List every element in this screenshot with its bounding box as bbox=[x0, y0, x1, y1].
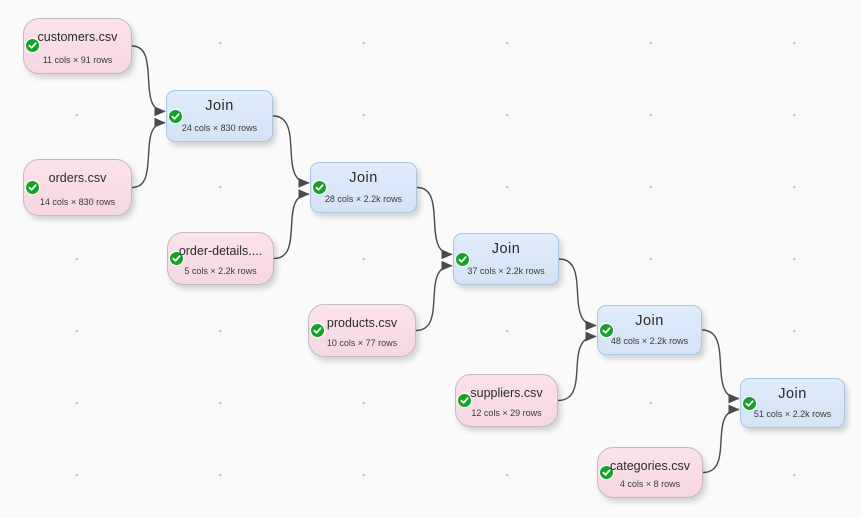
node-stats: 37 cols × 2.2k rows bbox=[467, 266, 545, 276]
status-ok-icon bbox=[310, 322, 325, 338]
edge-orderdetails-to-join2 bbox=[273, 189, 310, 260]
node-title: Join bbox=[349, 170, 378, 186]
status-ok-icon bbox=[25, 179, 40, 195]
edge-categories-to-join5 bbox=[702, 404, 740, 474]
node-stats: 51 cols × 2.2k rows bbox=[753, 409, 832, 419]
node-title: Join bbox=[205, 98, 234, 114]
node-title: Join bbox=[491, 241, 521, 257]
status-ok-icon bbox=[742, 395, 757, 411]
edge-products-to-join3 bbox=[415, 260, 453, 332]
node-title: orders.csv bbox=[48, 171, 107, 185]
node-title: products.csv bbox=[326, 316, 398, 330]
status-ok-icon bbox=[599, 465, 614, 481]
node-customers[interactable]: customers.csv 11 cols × 91 rows bbox=[23, 18, 132, 74]
edge-join3-to-join4 bbox=[558, 258, 597, 331]
status-ok-icon bbox=[25, 38, 40, 54]
edge-orders-to-join1 bbox=[131, 117, 166, 189]
node-title: Join bbox=[778, 386, 807, 402]
node-stats: 24 cols × 830 rows bbox=[181, 123, 258, 133]
edge-join4-to-join5 bbox=[701, 329, 740, 404]
node-stats: 28 cols × 2.2k rows bbox=[324, 194, 403, 204]
node-title: order-details.... bbox=[178, 244, 263, 258]
status-ok-icon bbox=[455, 251, 470, 267]
node-stats: 4 cols × 8 rows bbox=[619, 479, 681, 489]
node-stats: 11 cols × 91 rows bbox=[42, 55, 113, 65]
node-join2[interactable]: Join 28 cols × 2.2k rows bbox=[310, 162, 417, 213]
node-title: customers.csv bbox=[37, 30, 118, 44]
node-join4[interactable]: Join 48 cols × 2.2k rows bbox=[597, 305, 702, 355]
node-stats: 5 cols × 2.2k rows bbox=[184, 266, 257, 276]
node-orderdetails[interactable]: order-details.... 5 cols × 2.2k rows bbox=[167, 232, 274, 285]
edge-suppliers-to-join4 bbox=[557, 331, 597, 402]
status-ok-icon bbox=[168, 108, 183, 124]
node-join5[interactable]: Join 51 cols × 2.2k rows bbox=[740, 378, 845, 428]
node-join1[interactable]: Join 24 cols × 830 rows bbox=[166, 90, 273, 142]
node-orders[interactable]: orders.csv 14 cols × 830 rows bbox=[23, 159, 132, 216]
edge-join2-to-join3 bbox=[416, 186, 453, 260]
status-ok-icon bbox=[169, 250, 184, 266]
node-stats: 10 cols × 77 rows bbox=[326, 338, 398, 348]
edge-join1-to-join2 bbox=[272, 115, 310, 188]
status-ok-icon bbox=[457, 392, 472, 408]
node-categories[interactable]: categories.csv 4 cols × 8 rows bbox=[597, 447, 703, 498]
node-products[interactable]: products.csv 10 cols × 77 rows bbox=[308, 304, 416, 357]
node-stats: 14 cols × 830 rows bbox=[39, 197, 116, 207]
node-title: Join bbox=[635, 313, 664, 329]
node-title: suppliers.csv bbox=[470, 386, 543, 400]
node-title: categories.csv bbox=[610, 459, 690, 473]
node-stats: 48 cols × 2.2k rows bbox=[610, 336, 689, 346]
status-ok-icon bbox=[599, 322, 614, 338]
node-suppliers[interactable]: suppliers.csv 12 cols × 29 rows bbox=[455, 374, 558, 427]
node-stats: 12 cols × 29 rows bbox=[471, 408, 542, 418]
status-ok-icon bbox=[312, 180, 327, 196]
edge-customers-to-join1 bbox=[131, 45, 166, 117]
node-join3[interactable]: Join 37 cols × 2.2k rows bbox=[453, 233, 559, 285]
